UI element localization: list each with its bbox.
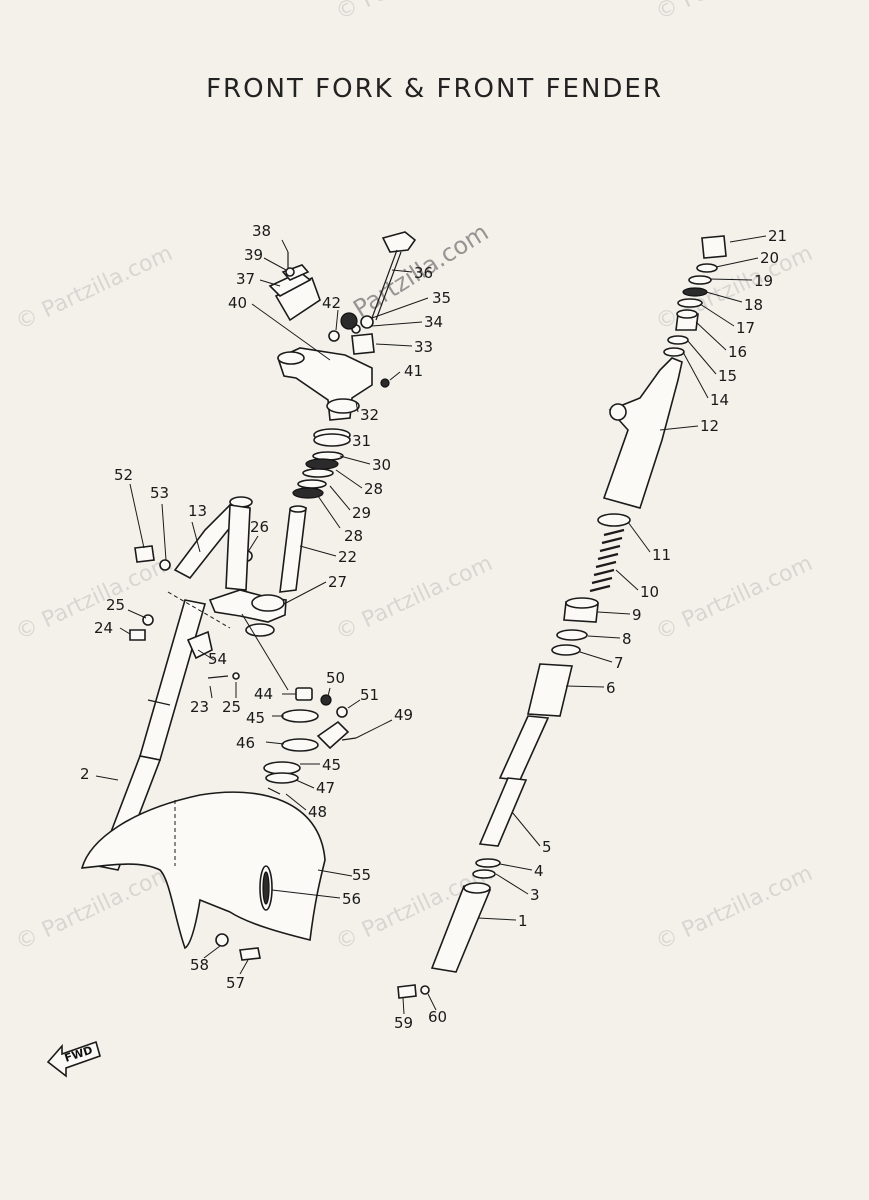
watermark: © Partzilla.com (12, 241, 176, 335)
callout-13: 13 (188, 502, 207, 520)
steering-head-group (208, 231, 417, 637)
callout-27: 27 (328, 573, 347, 591)
fork-spring (589, 528, 625, 593)
front-fender (80, 791, 326, 961)
callout-31: 31 (352, 432, 371, 450)
callout-33: 33 (414, 338, 433, 356)
callout-55: 55 (352, 866, 371, 884)
callout-37: 37 (236, 270, 255, 288)
callout-35: 35 (432, 289, 451, 307)
forward-arrow-icon: FWD (46, 1040, 101, 1078)
fork-cap-bolt (701, 235, 727, 259)
steering-stem (279, 507, 307, 593)
callout-5: 5 (542, 838, 552, 856)
callout-46: 46 (236, 734, 255, 752)
left-fork-assembly (96, 496, 253, 871)
watermark: © Partzilla.com (652, 551, 816, 645)
callout-20: 20 (760, 249, 779, 267)
callout-21: 21 (768, 227, 787, 245)
callout-42: 42 (322, 294, 341, 312)
callout-53: 53 (150, 484, 169, 502)
callout-19: 19 (754, 272, 773, 290)
watermark: © Partzilla.com (332, 0, 496, 25)
callout-14: 14 (710, 391, 729, 409)
callout-40: 40 (228, 294, 247, 312)
callout-45b: 45 (322, 756, 341, 774)
callout-44: 44 (254, 685, 273, 703)
callout-28a: 28 (364, 480, 383, 498)
callout-38: 38 (252, 222, 271, 240)
callout-54: 54 (208, 650, 227, 668)
watermark: © Partzilla.com (652, 0, 816, 25)
callout-41: 41 (404, 362, 423, 380)
callout-28b: 28 (344, 527, 363, 545)
callout-49: 49 (394, 706, 413, 724)
callout-6: 6 (606, 679, 616, 697)
callout-50: 50 (326, 669, 345, 687)
callout-9: 9 (632, 606, 642, 624)
callout-numbers: 21 20 19 18 17 16 15 14 12 11 10 9 8 7 6… (80, 222, 787, 1032)
callout-3: 3 (530, 886, 540, 904)
damper-rod-upper (526, 663, 574, 717)
callout-1: 1 (518, 912, 528, 930)
diagram-title: FRONT FORK & FRONT FENDER (206, 74, 663, 104)
callout-26: 26 (250, 518, 269, 536)
callout-10: 10 (640, 583, 659, 601)
callout-57: 57 (226, 974, 245, 992)
callout-52: 52 (114, 466, 133, 484)
callout-22: 22 (338, 548, 357, 566)
callout-12: 12 (700, 417, 719, 435)
callout-56: 56 (342, 890, 361, 908)
callout-59: 59 (394, 1014, 413, 1032)
callout-15: 15 (718, 367, 737, 385)
callout-8: 8 (622, 630, 632, 648)
callout-58: 58 (190, 956, 209, 974)
inner-tube (498, 715, 550, 781)
callout-16: 16 (728, 343, 747, 361)
watermark: © Partzilla.com (12, 861, 176, 955)
callout-45a: 45 (246, 709, 265, 727)
callout-48: 48 (308, 803, 327, 821)
callout-18: 18 (744, 296, 763, 314)
damper-parts (263, 687, 357, 795)
steering-knob (381, 231, 417, 253)
callout-60: 60 (428, 1008, 447, 1026)
callout-23: 23 (190, 698, 209, 716)
callout-51: 51 (360, 686, 379, 704)
watermark: © Partzilla.com (652, 861, 816, 955)
callout-17: 17 (736, 319, 755, 337)
callout-29: 29 (352, 504, 371, 522)
callout-11: 11 (652, 546, 671, 564)
callout-36: 36 (414, 264, 433, 282)
callout-4: 4 (534, 862, 544, 880)
callout-39: 39 (244, 246, 263, 264)
fork-cover (602, 357, 683, 509)
callout-32: 32 (360, 406, 379, 424)
callout-34: 34 (424, 313, 443, 331)
callout-7: 7 (614, 654, 624, 672)
leader-lines (95, 235, 767, 1015)
right-fork-assembly (397, 235, 727, 999)
callout-47: 47 (316, 779, 335, 797)
callout-24: 24 (94, 619, 113, 637)
callout-25a: 25 (106, 596, 125, 614)
callout-30: 30 (372, 456, 391, 474)
callout-2: 2 (80, 765, 90, 783)
callout-25b: 25 (222, 698, 241, 716)
